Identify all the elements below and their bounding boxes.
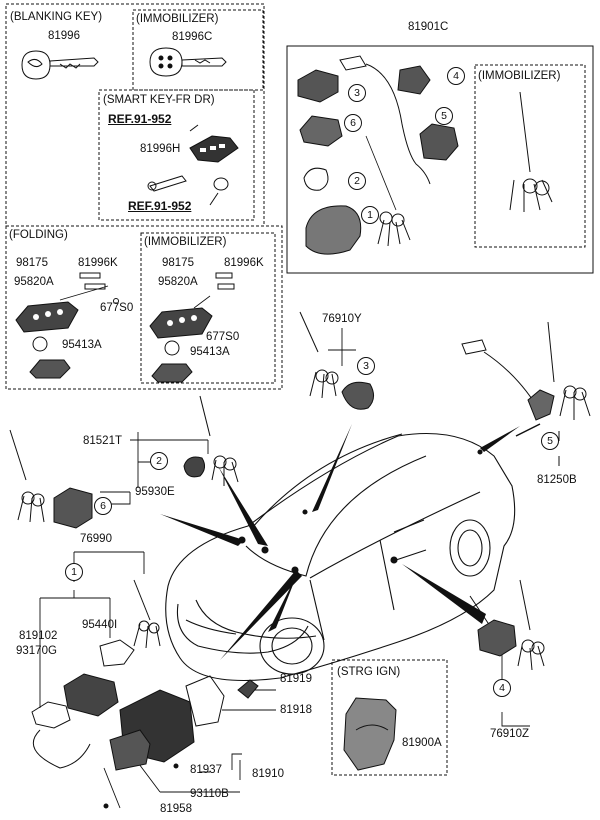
lockset-immobilizer-box [474, 64, 586, 248]
callout-3-76910y: 3 [357, 357, 375, 375]
part-81996h: 81996H [140, 143, 181, 155]
callout-6: 6 [344, 114, 362, 132]
callout-5-81250b: 5 [541, 432, 559, 450]
immobilizer-key-box [132, 9, 264, 91]
immobilizer-folding-title: (IMMOBILIZER) [144, 236, 227, 248]
lockset-immobilizer-title: (IMMOBILIZER) [478, 70, 561, 82]
part-76990: 76990 [80, 533, 112, 545]
lock-cylinder-icon [297, 55, 553, 255]
part-76910z: 76910Z [490, 728, 530, 740]
car-icon [165, 432, 516, 682]
key-fob-icon [149, 272, 235, 383]
part-81996c: 81996C [172, 31, 213, 43]
part-81910: 81910 [252, 768, 284, 780]
part-95413a: 95413A [62, 339, 102, 351]
part-81937: 81937 [190, 764, 222, 776]
part-819102: 819102 [19, 630, 58, 642]
part-98175-immo: 98175 [162, 257, 194, 269]
part-81900a: 81900A [402, 737, 442, 749]
ref-91-952-top[interactable]: REF.91-952 [108, 112, 172, 126]
part-76910y: 76910Y [322, 313, 362, 325]
key-fob-icon [147, 124, 239, 206]
key-icon [21, 50, 99, 80]
ignition-switch-icon [31, 579, 259, 809]
dashed-group-boxes [5, 3, 586, 776]
part-81958: 81958 [160, 803, 192, 815]
part-95440i: 95440I [82, 619, 118, 631]
part-93170g: 93170G [16, 645, 57, 657]
part-81901c: 81901C [408, 21, 449, 33]
part-677s0: 677S0 [100, 302, 134, 314]
lock-cylinder-icon [9, 395, 239, 529]
immobilizer-folding-box [140, 232, 276, 384]
steering-column-cover-icon [343, 697, 397, 771]
part-81521t: 81521T [83, 435, 123, 447]
callout-2: 2 [348, 172, 366, 190]
key-fob-icon [15, 272, 119, 379]
blanking-key-title: (BLANKING KEY) [10, 11, 103, 23]
lock-cylinder-icon [299, 311, 374, 410]
part-81996k-immo: 81996K [224, 257, 264, 269]
callout-1: 1 [361, 206, 379, 224]
part-81996: 81996 [48, 30, 80, 42]
part-81250b: 81250B [537, 474, 577, 486]
part-95820a-immo: 95820A [158, 276, 198, 288]
part-81996k: 81996K [78, 257, 118, 269]
callout-2-81521t: 2 [150, 452, 168, 470]
part-81919: 81919 [280, 673, 312, 685]
part-93110b: 93110B [190, 788, 229, 800]
part-95413a-immo: 95413A [190, 346, 230, 358]
callout-6-95930e: 6 [94, 497, 112, 515]
callout-5: 5 [435, 107, 453, 125]
part-81918: 81918 [280, 704, 312, 716]
folding-title: (FOLDING) [9, 229, 68, 241]
smart-key-box [98, 89, 255, 221]
part-98175: 98175 [16, 257, 48, 269]
strg-ign-title: (STRG IGN) [337, 666, 401, 678]
part-95820a: 95820A [14, 276, 54, 288]
lock-cylinder-icon [461, 321, 591, 466]
callout-1-76990: 1 [65, 563, 83, 581]
lock-cylinder-icon [469, 579, 545, 671]
callout-4-76910z: 4 [493, 679, 511, 697]
smart-key-title: (SMART KEY-FR DR) [103, 94, 215, 106]
immobilizer-key-title: (IMMOBILIZER) [136, 13, 219, 25]
callout-3: 3 [348, 84, 366, 102]
ref-91-952-bottom[interactable]: REF.91-952 [128, 199, 192, 213]
pointer-wedges [160, 424, 520, 660]
lockset-box [286, 45, 594, 274]
part-95930e: 95930E [135, 486, 175, 498]
strg-ign-box [331, 659, 448, 776]
callout-4: 4 [447, 67, 465, 85]
folding-group-box [5, 225, 283, 390]
key-icon [149, 47, 227, 77]
part-677s0-immo: 677S0 [206, 331, 240, 343]
